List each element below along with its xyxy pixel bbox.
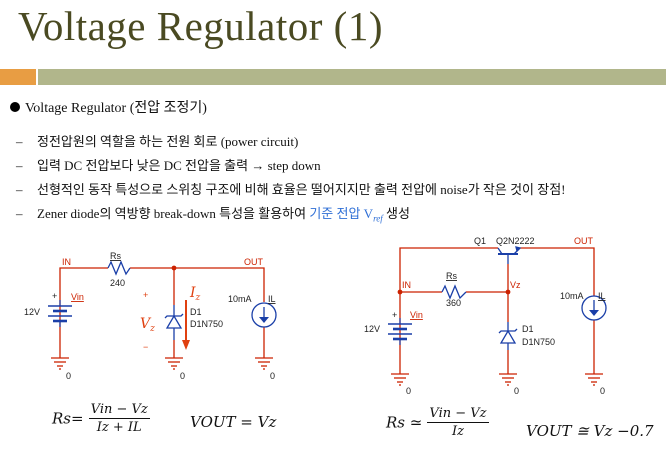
- load-current: 10mA: [228, 294, 252, 304]
- bullet-item: –정전압원의 역할을 하는 전원 회로 (power circuit): [16, 134, 299, 149]
- resistor-name: Rs: [446, 271, 457, 281]
- battery-plus: +: [52, 291, 57, 301]
- resistor-name: Rs: [110, 251, 121, 261]
- junction-node: [171, 265, 177, 271]
- bullet-tail: 생성: [382, 206, 410, 221]
- ground-icon: [165, 357, 183, 370]
- iz-label: Iz: [189, 285, 201, 303]
- diode-name: D1: [190, 307, 202, 317]
- net-vz-label: Vz: [510, 280, 521, 290]
- ground-label: 0: [180, 371, 185, 381]
- title-accent-bar-orange: [0, 69, 36, 85]
- load-current: 10mA: [560, 291, 584, 301]
- reference-voltage-highlight: 기준 전압 Vref: [309, 206, 383, 224]
- resistor-value: 240: [110, 278, 125, 288]
- bullet-item: –선형적인 동작 특성으로 스위칭 구조에 비해 효율은 떨어지지만 출력 전압…: [16, 182, 566, 197]
- battery-12v-icon: [388, 318, 412, 345]
- load-label: IL: [268, 294, 276, 304]
- ground-icon: [255, 357, 273, 370]
- bullet-list: –정전압원의 역할을 하는 전원 회로 (power circuit) –입력 …: [16, 133, 566, 229]
- vz-plus: +: [143, 290, 148, 300]
- bullet-text: Zener diode의 역방향 break-down 특성을 활용하여: [37, 206, 310, 221]
- transistor-part: Q2N2222: [496, 236, 535, 246]
- bullet-dot-icon: [10, 102, 20, 112]
- vz-label: Vz: [140, 316, 155, 334]
- bullet-item: –입력 DC 전압보다 낮은 DC 전압을 출력 → step down: [16, 158, 321, 173]
- source-label: 12V: [24, 307, 40, 317]
- ground-icon: [585, 373, 603, 386]
- load-label: IL: [598, 291, 606, 301]
- bullet-item: –Zener diode의 역방향 break-down 특성을 활용하여 기준…: [16, 206, 410, 224]
- circuit1-wires: [59, 267, 265, 358]
- ground-label: 0: [406, 386, 411, 396]
- ground-label: 0: [514, 386, 519, 396]
- ground-label: 0: [270, 371, 275, 381]
- diode-name: D1: [522, 324, 534, 334]
- bullet-text: 입력 DC 전압보다 낮은 DC 전압을 출력 → step down: [37, 158, 321, 173]
- section-heading: Voltage Regulator (전압 조정기): [10, 97, 207, 117]
- transistor-name: Q1: [474, 236, 486, 246]
- transistor-q1-icon: [497, 246, 522, 264]
- junction-node: [397, 289, 403, 295]
- net-vin-label: Vin: [410, 310, 423, 320]
- ground-label: 0: [66, 371, 71, 381]
- zener-diode-icon: [498, 322, 518, 350]
- formula-vout-shunt: VOUT = Vz: [190, 413, 277, 431]
- section-heading-text: Voltage Regulator (전압 조정기): [25, 101, 207, 116]
- source-label: 12V: [364, 324, 380, 334]
- battery-12v-icon: [48, 300, 72, 327]
- resistor-rs-icon: [107, 260, 131, 276]
- bullet-text: 선형적인 동작 특성으로 스위칭 구조에 비해 효율은 떨어지지만 출력 전압에…: [37, 182, 566, 197]
- slide-title: Voltage Regulator (1): [18, 3, 383, 49]
- net-in-label: IN: [402, 280, 411, 290]
- zener-diode-icon: [164, 305, 184, 340]
- circuit2-wires: [399, 247, 595, 374]
- resistor-rs-icon: [441, 284, 467, 300]
- net-vin-label: Vin: [71, 292, 84, 302]
- title-accent-bar-olive: [38, 69, 666, 85]
- vz-minus: −: [143, 342, 148, 352]
- net-out-label: OUT: [574, 236, 594, 246]
- net-in-label: IN: [62, 257, 71, 267]
- diode-part: D1N750: [190, 319, 223, 329]
- ground-icon: [391, 373, 409, 386]
- ground-label: 0: [600, 386, 605, 396]
- battery-plus: +: [392, 310, 397, 320]
- ground-icon: [51, 357, 69, 370]
- iz-arrowhead-icon: [182, 340, 190, 350]
- formula-vout-transistor: VOUT ≅ Vz −0.7: [526, 422, 654, 440]
- net-out-label: OUT: [244, 257, 264, 267]
- bullet-text: 정전압원의 역할을 하는 전원 회로 (power circuit): [37, 134, 299, 149]
- resistor-value: 360: [446, 298, 461, 308]
- current-source-icon: [581, 295, 607, 321]
- junction-node: [505, 289, 511, 295]
- diode-part: D1N750: [522, 337, 555, 347]
- current-source-icon: [251, 302, 277, 328]
- ground-icon: [499, 373, 517, 386]
